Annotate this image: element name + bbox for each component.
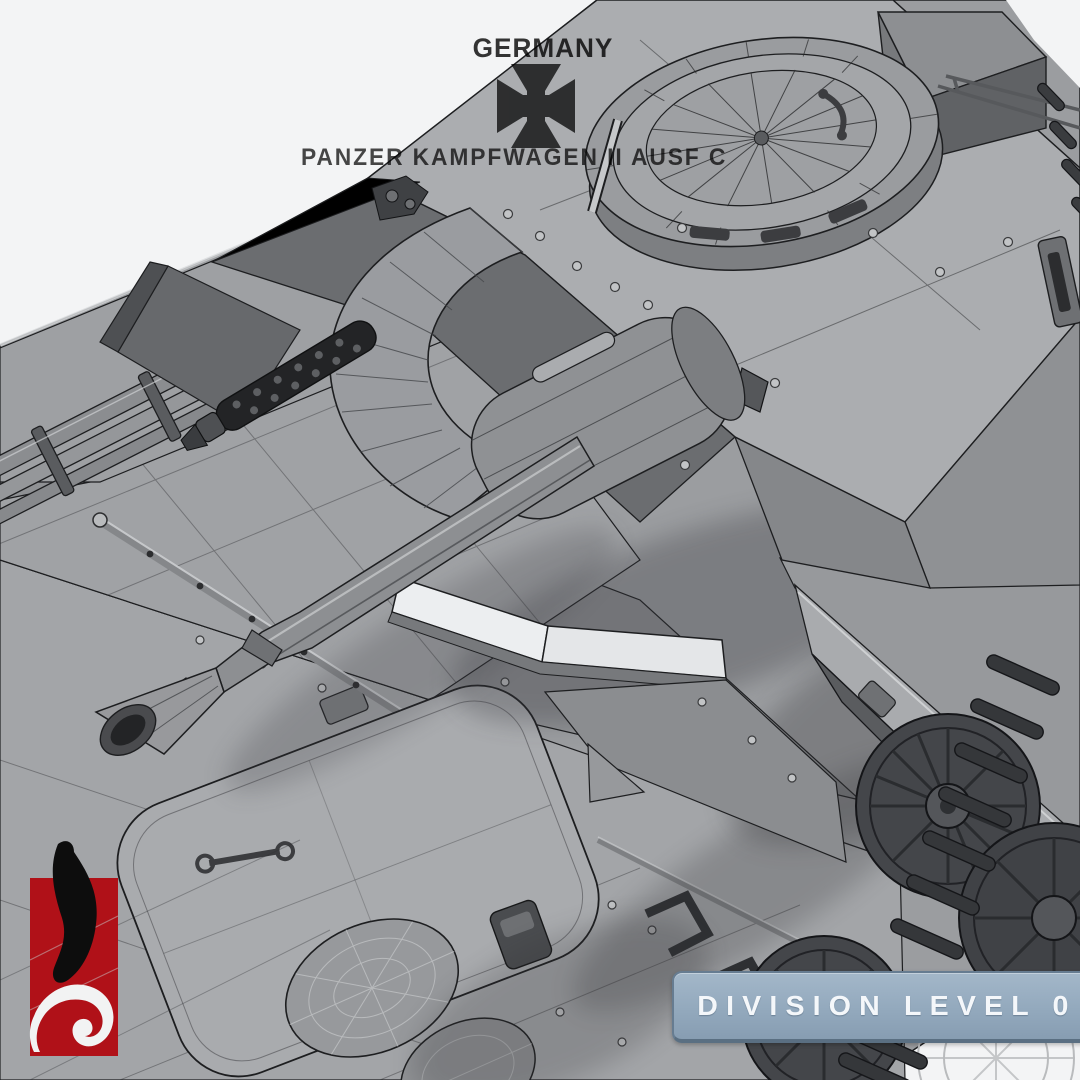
cupola: [584, 36, 944, 272]
hatch-handle: [195, 841, 296, 874]
logo-flame: [52, 841, 97, 983]
division-level-label: DIVISION LEVEL 0: [697, 990, 1077, 1021]
division-level-badge: DIVISION LEVEL 0: [672, 971, 1080, 1043]
periscope-rod: [587, 118, 623, 214]
flame-swirl-logo: [29, 841, 119, 1056]
headlight-left: [284, 918, 460, 1058]
mg34-coaxial: [180, 320, 377, 452]
splash-guard: [387, 577, 729, 691]
logo-swirl: [29, 984, 114, 1052]
main-gun: [94, 435, 596, 756]
vision-port: [1037, 236, 1080, 328]
travel-lock: [371, 175, 429, 221]
